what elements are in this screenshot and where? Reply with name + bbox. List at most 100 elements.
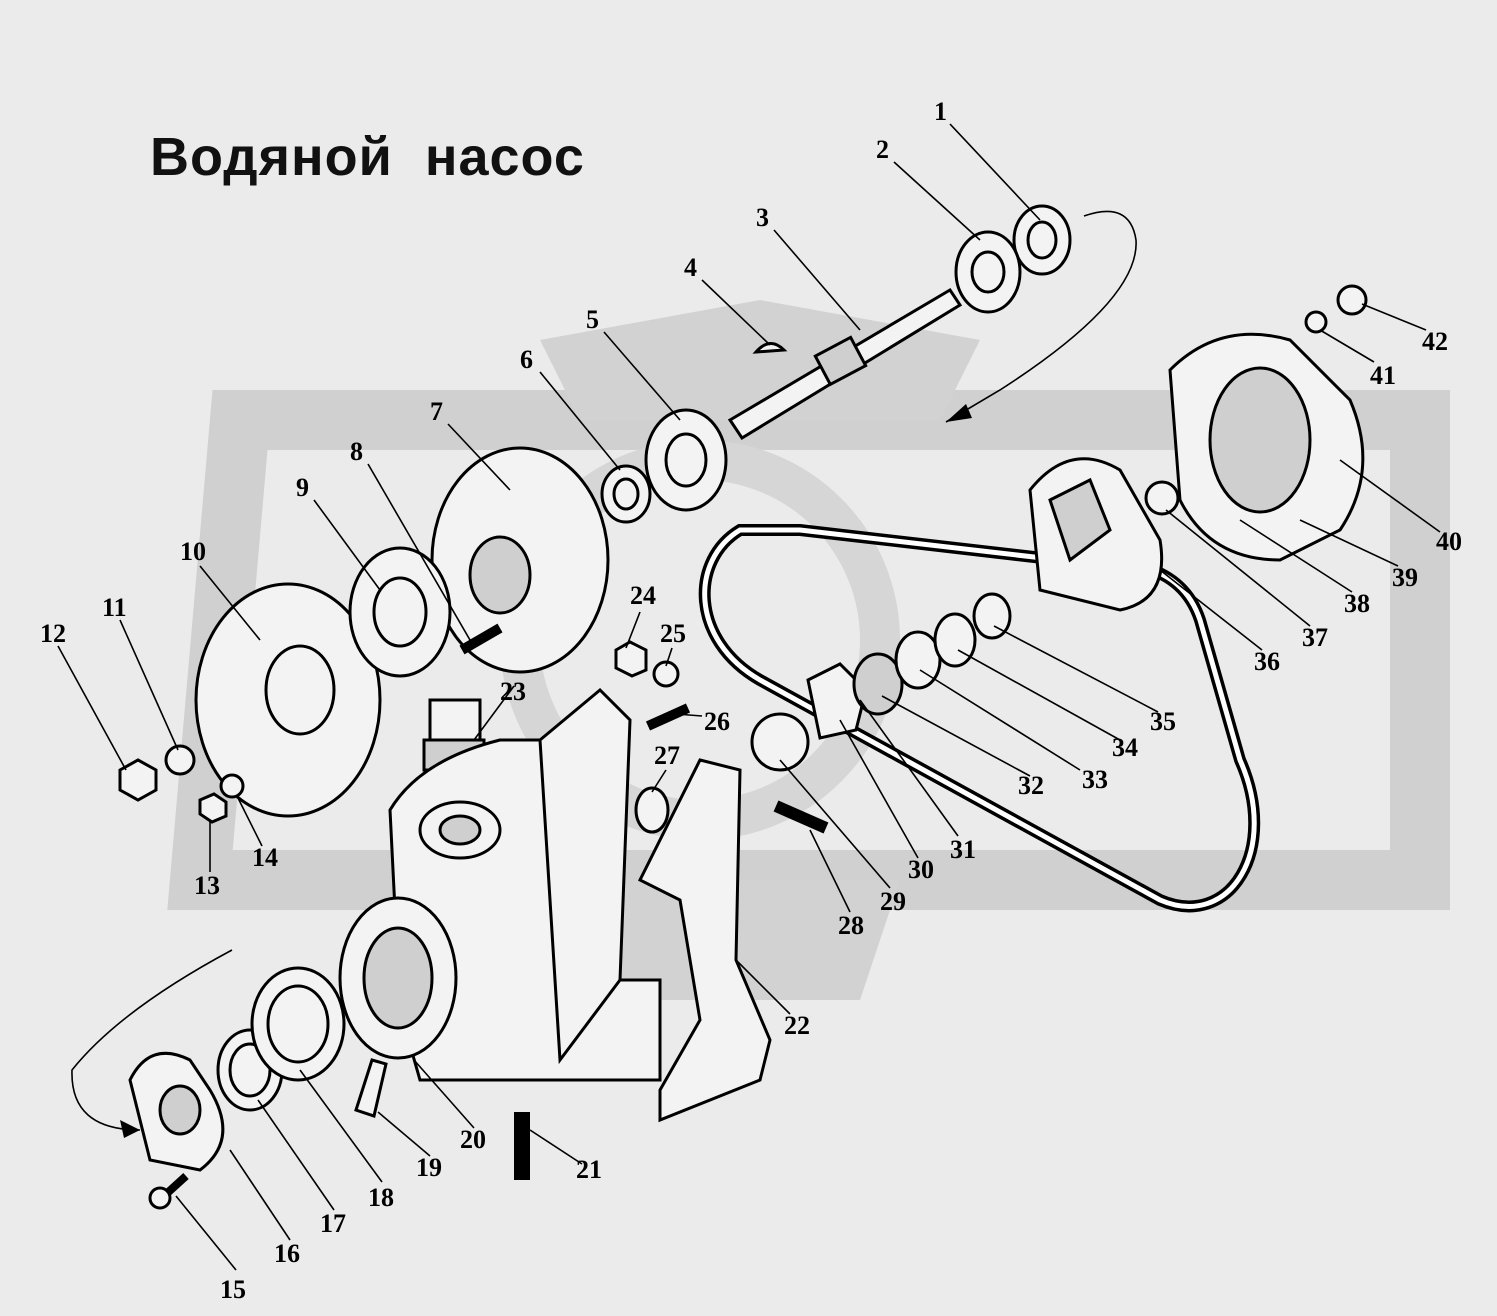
pulley-halves [194,446,610,818]
callout-40: 40 [1436,527,1462,556]
leader-line [881,695,1031,777]
leader-line [1361,303,1427,331]
leader-line [377,1111,431,1157]
leader-line [1159,569,1263,651]
leader-line [859,699,959,837]
pump-shaft [727,287,963,441]
leader-line [839,719,919,859]
impeller [1028,457,1164,612]
leader-line [735,959,791,1015]
leader-line [993,625,1159,713]
leader-line [313,499,381,591]
callout-23: 23 [500,677,526,706]
leader-line [299,1069,383,1183]
leader-line [651,769,667,793]
callout-7: 7 [430,397,443,426]
callout-20: 20 [460,1125,486,1154]
leader-line [701,279,771,346]
callout-37: 37 [1302,623,1328,652]
leader-line [119,619,179,751]
leader-line [665,647,673,667]
callout-39: 39 [1392,563,1418,592]
leader-line [1299,519,1399,567]
callout-36: 36 [1254,647,1280,676]
pulley-spacer [348,546,452,678]
callout-25: 25 [660,619,686,648]
callout-14: 14 [252,843,278,872]
mounting-bracket [637,758,772,1123]
leader-line [229,1149,291,1241]
leader-line [175,1195,237,1271]
callout-42: 42 [1422,327,1448,356]
callout-10: 10 [180,537,206,566]
diagram-title: Водяной насос [150,127,585,187]
callout-8: 8 [350,437,363,466]
leader-line [257,1099,335,1211]
seal-parts [750,592,1012,772]
callout-30: 30 [908,855,934,884]
callout-29: 29 [880,887,906,916]
leader-line [473,685,515,741]
leader-line [539,371,621,471]
leader-line [1319,329,1375,363]
callout-34: 34 [1112,733,1138,762]
callout-1: 1 [934,97,947,126]
fasteners [118,284,1368,1210]
callout-4: 4 [684,253,697,282]
callout-33: 33 [1082,765,1108,794]
leader-line [625,611,641,649]
leader-line [675,713,703,717]
grease-nipple [354,1058,388,1118]
callout-41: 41 [1370,361,1396,390]
callout-15: 15 [220,1275,246,1304]
callout-22: 22 [784,1011,810,1040]
callout-2: 2 [876,135,889,164]
callout-11: 11 [102,593,127,622]
callout-19: 19 [416,1153,442,1182]
flange-and-gaskets [128,966,346,1172]
callout-5: 5 [586,305,599,334]
leader-line [367,463,471,641]
leader-line [1239,519,1353,593]
assembly-arrows [71,210,1137,1138]
shaft-key [752,342,788,354]
callout-32: 32 [1018,771,1044,800]
leader-line [957,649,1121,741]
leader-lines [57,123,1441,1271]
leader-line [529,1129,583,1165]
callout-28: 28 [838,911,864,940]
callout-9: 9 [296,473,309,502]
callout-24: 24 [630,581,656,610]
leader-line [237,797,263,847]
leader-line [413,1059,475,1129]
leader-line [603,331,681,421]
callout-labels: 1 2 3 4 5 6 7 8 9 10 11 12 13 14 15 16 1… [40,97,1462,1304]
callout-13: 13 [194,871,220,900]
callout-31: 31 [950,835,976,864]
leader-line [447,423,511,491]
callout-6: 6 [520,345,533,374]
callout-38: 38 [1344,589,1370,618]
callout-17: 17 [320,1209,346,1238]
pump-housing [338,687,662,1082]
callout-27: 27 [654,741,680,770]
callout-16: 16 [274,1239,300,1268]
leader-line [199,565,261,641]
leader-line [1339,459,1441,533]
leader-line [949,123,1041,221]
callout-12: 12 [40,619,66,648]
leader-line [1165,509,1311,627]
leader-line [919,669,1081,771]
leader-line [773,229,861,331]
leader-line [893,161,981,241]
callout-26: 26 [704,707,730,736]
leader-line [809,829,851,913]
leader-line [779,759,891,889]
callout-21: 21 [576,1155,602,1184]
callout-35: 35 [1150,707,1176,736]
callout-3: 3 [756,203,769,232]
leader-line [57,645,127,771]
callout-18: 18 [368,1183,394,1212]
